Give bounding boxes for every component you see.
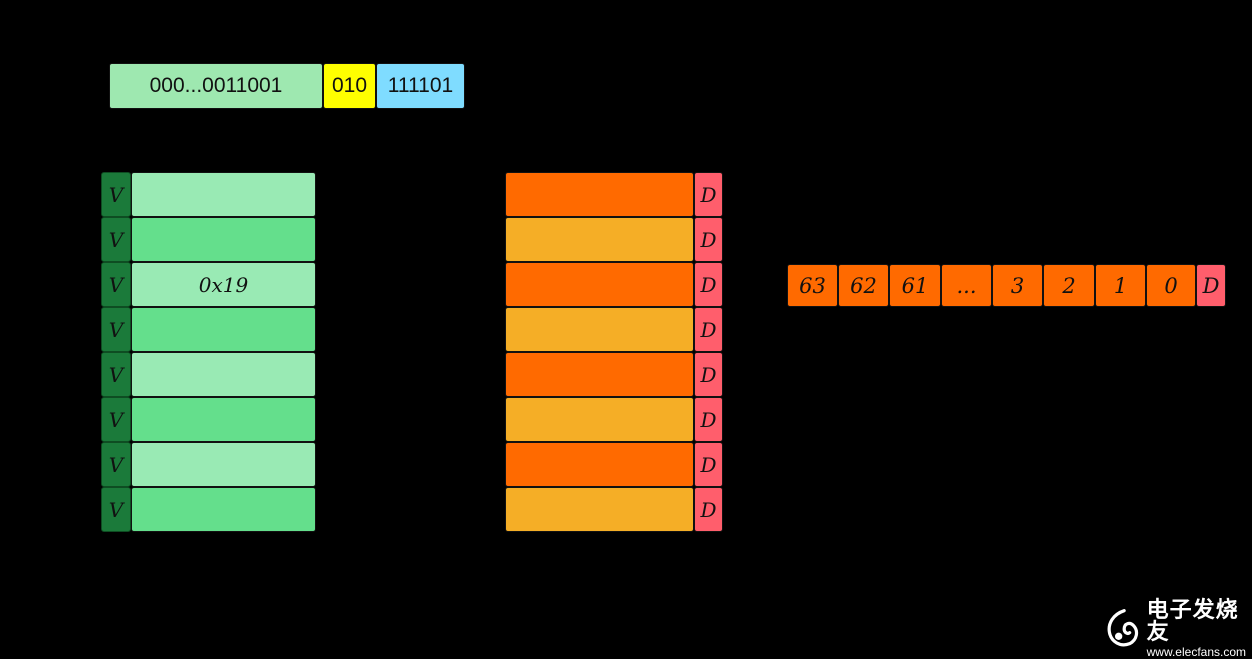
tag-row (131, 217, 316, 262)
data-row (505, 217, 694, 262)
watermark-logo: 电子发烧友 www.elecfans.com (1104, 600, 1252, 658)
bit-cell: 61 (889, 264, 941, 307)
bit-cell: 0 (1146, 264, 1196, 307)
tag-row (131, 442, 316, 487)
dirty-bit: D (694, 352, 723, 397)
bit-cell: 63 (787, 264, 838, 307)
address-index-segment: 010 (323, 63, 376, 109)
valid-bit: V (101, 172, 131, 217)
data-row (505, 397, 694, 442)
watermark-url: www.elecfans.com (1146, 645, 1247, 659)
data-row (505, 487, 694, 532)
bit-cell: 2 (1043, 264, 1095, 307)
bit-cell: ... (941, 264, 992, 307)
dirty-bit: D (694, 397, 723, 442)
tag-row (131, 487, 316, 532)
valid-bit: V (101, 307, 131, 352)
data-row (505, 352, 694, 397)
tag-row-highlighted: 0x19 (131, 262, 316, 307)
dirty-bit: D (694, 487, 723, 532)
tag-row (131, 352, 316, 397)
brand-logo-icon (1107, 609, 1139, 647)
dirty-bit-cell: D (1196, 264, 1226, 307)
valid-bit: V (101, 487, 131, 532)
data-row (505, 307, 694, 352)
dirty-bit: D (694, 307, 723, 352)
address-offset-segment: 111101 (376, 63, 465, 109)
valid-bit: V (101, 262, 131, 307)
bit-cell: 3 (992, 264, 1043, 307)
dirty-bit: D (694, 442, 723, 487)
valid-bit: V (101, 397, 131, 442)
watermark-brand: 电子发烧友 (1146, 598, 1239, 645)
dirty-bit: D (694, 172, 723, 217)
valid-bit: V (101, 217, 131, 262)
data-row (505, 172, 694, 217)
data-row (505, 262, 694, 307)
tag-row (131, 397, 316, 442)
tag-row (131, 172, 316, 217)
dirty-bit: D (694, 262, 723, 307)
tag-row (131, 307, 316, 352)
address-tag-segment: 000...0011001 (109, 63, 323, 109)
valid-bit: V (101, 442, 131, 487)
dirty-bit: D (694, 217, 723, 262)
data-row (505, 442, 694, 487)
valid-bit: V (101, 352, 131, 397)
bit-cell: 1 (1095, 264, 1146, 307)
bit-cell: 62 (838, 264, 889, 307)
